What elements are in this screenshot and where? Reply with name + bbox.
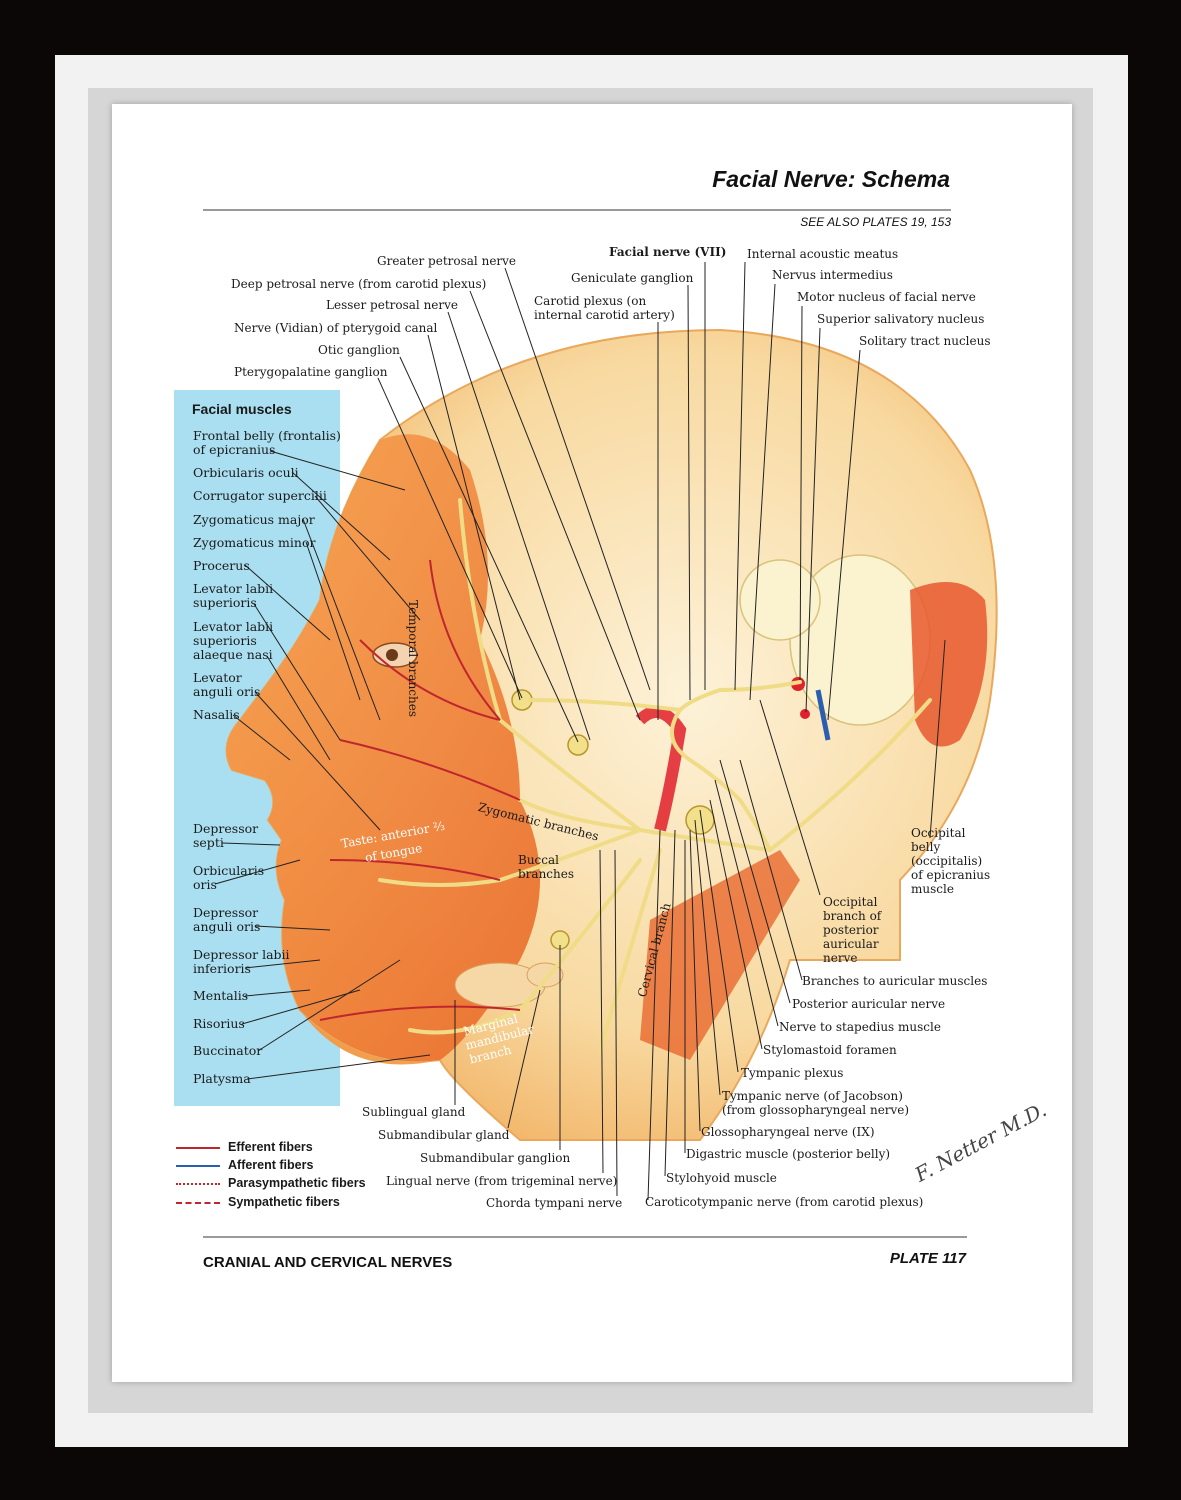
label-tympanic-nerve-1: Tympanic nerve (of Jacobson) xyxy=(722,1089,903,1103)
label-occipital-branch-2: branch of xyxy=(823,909,882,923)
label-digastric-muscle: Digastric muscle (posterior belly) xyxy=(686,1147,891,1161)
muscle-procerus: Procerus xyxy=(193,558,250,573)
muscle-zygomaticus-minor: Zygomaticus minor xyxy=(193,535,316,550)
occipital-muscle xyxy=(910,582,988,747)
footer-plate-number: PLATE 117 xyxy=(889,1250,966,1267)
muscle-levator-labii-alaeque-nasi: Levator labii superioris alaeque nasi xyxy=(193,619,274,662)
label-solitary-tract-nucleus: Solitary tract nucleus xyxy=(859,334,991,348)
muscle-nasalis: Nasalis xyxy=(193,707,240,722)
label-lingual-nerve: Lingual nerve (from trigeminal nerve) xyxy=(386,1174,618,1188)
label-buccal-2: branches xyxy=(518,867,575,881)
label-greater-petrosal-nerve: Greater petrosal nerve xyxy=(377,254,517,268)
marginal-mandibular-branch xyxy=(408,858,642,1035)
muscle-platysma: Platysma xyxy=(193,1071,251,1086)
label-occipital-belly-2: belly xyxy=(911,840,941,854)
label-occipital-branch-5: nerve xyxy=(823,951,858,965)
label-submandibular-gland: Submandibular gland xyxy=(378,1128,510,1142)
mastoid-region xyxy=(739,559,821,641)
facial-muscles-title: Facial muscles xyxy=(192,401,292,417)
sternocleidomastoid xyxy=(640,850,800,1060)
label-lesser-petrosal-nerve: Lesser petrosal nerve xyxy=(326,298,459,312)
muscle-frontalis: Frontal belly (frontalis) of epicranius xyxy=(193,428,341,457)
muscle-orbicularis-oris: Orbicularis oris xyxy=(193,863,265,892)
label-stylohyoid-muscle: Stylohyoid muscle xyxy=(666,1171,777,1185)
label-temporal-branches: Temporal branches xyxy=(406,600,420,718)
label-otic-ganglion: Otic ganglion xyxy=(318,343,400,357)
header-rule xyxy=(203,209,951,211)
label-internal-acoustic-meatus: Internal acoustic meatus xyxy=(747,247,899,261)
label-occipital-belly-1: Occipital xyxy=(911,826,966,840)
legend-efferent-swatch xyxy=(176,1147,220,1149)
legend-parasympathetic-label: Parasympathetic fibers xyxy=(228,1176,366,1190)
muscle-mentalis: Mentalis xyxy=(193,988,249,1003)
facial-nerve-trunk xyxy=(670,680,802,852)
internal-carotid-artery xyxy=(635,706,687,832)
label-tympanic-plexus: Tympanic plexus xyxy=(741,1066,844,1080)
label-pterygopalatine-ganglion: Pterygopalatine ganglion xyxy=(234,365,388,379)
muscle-zygomaticus-major: Zygomaticus major xyxy=(193,512,315,527)
label-occipital-branch-4: auricular xyxy=(823,937,879,951)
footer-section-title: CRANIAL AND CERVICAL NERVES xyxy=(203,1254,453,1271)
label-submandibular-ganglion: Submandibular ganglion xyxy=(420,1151,571,1165)
legend-efferent-label: Efferent fibers xyxy=(228,1140,313,1154)
pupil xyxy=(386,649,398,661)
label-tympanic-nerve-2: (from glossopharyngeal nerve) xyxy=(722,1103,910,1117)
greater-petrosal-nerve xyxy=(528,698,682,712)
see-also-note: SEE ALSO PLATES 19, 153 xyxy=(800,215,951,229)
muscle-corrugator-supercilii: Corrugator supercilii xyxy=(193,488,327,503)
muscle-depressor-septi: Depressor septi xyxy=(193,821,259,850)
label-occipital-belly-4: of epicranius xyxy=(911,868,991,882)
label-buccal-1: Buccal xyxy=(518,853,559,867)
label-carotid-plexus-1: Carotid plexus (on xyxy=(534,294,647,308)
label-vidian-nerve: Nerve (Vidian) of pterygoid canal xyxy=(234,321,438,335)
salivatory-nucleus xyxy=(800,709,810,719)
otic-ganglion xyxy=(567,734,589,756)
buccal-branch xyxy=(378,828,642,887)
label-glossopharyngeal-nerve: Glossopharyngeal nerve (IX) xyxy=(701,1125,875,1139)
muscle-buccinator: Buccinator xyxy=(193,1043,263,1058)
legend-sympathetic-label: Sympathetic fibers xyxy=(228,1195,340,1209)
muscle-depressor-labii-inferioris: Depressor labii inferioris xyxy=(193,947,290,976)
label-branches-auricular-muscles: Branches to auricular muscles xyxy=(802,974,988,988)
label-geniculate-ganglion: Geniculate ganglion xyxy=(571,271,694,285)
legend-parasympathetic-swatch xyxy=(176,1183,220,1185)
label-superior-salivatory-nucleus: Superior salivatory nucleus xyxy=(817,312,985,326)
legend-afferent-swatch xyxy=(176,1165,220,1167)
muscle-levator-anguli-oris: Levator anguli oris xyxy=(193,670,261,699)
label-stylomastoid-foramen: Stylomastoid foramen xyxy=(763,1043,897,1057)
label-posterior-auricular-nerve: Posterior auricular nerve xyxy=(792,997,946,1011)
label-chorda-tympani: Chorda tympani nerve xyxy=(486,1196,623,1210)
label-nerve-to-stapedius: Nerve to stapedius muscle xyxy=(779,1020,941,1034)
label-carotid-plexus-2: internal carotid artery) xyxy=(534,308,675,322)
label-deep-petrosal-nerve: Deep petrosal nerve (from carotid plexus… xyxy=(231,277,487,291)
plate-title: Facial Nerve: Schema xyxy=(712,166,950,192)
legend-afferent-label: Afferent fibers xyxy=(228,1158,314,1172)
muscle-depressor-anguli-oris: Depressor anguli oris xyxy=(193,905,261,934)
label-occipital-branch-3: posterior xyxy=(823,923,879,937)
label-nervus-intermedius: Nervus intermedius xyxy=(772,268,893,282)
label-facial-nerve: Facial nerve (VII) xyxy=(609,245,727,259)
label-occipital-belly-3: (occipitalis) xyxy=(911,854,983,868)
label-occipital-belly-5: muscle xyxy=(911,882,954,896)
label-motor-nucleus: Motor nucleus of facial nerve xyxy=(797,290,976,304)
muscle-orbicularis-oculi: Orbicularis oculi xyxy=(193,465,299,480)
footer-rule xyxy=(203,1236,967,1238)
cervical-branch xyxy=(598,848,662,1052)
legend-sympathetic-swatch xyxy=(176,1202,220,1204)
muscle-risorius: Risorius xyxy=(193,1016,245,1031)
solitary-tract xyxy=(815,689,831,741)
muscle-levator-labii-superioris: Levator labii superioris xyxy=(193,581,274,610)
label-sublingual-gland: Sublingual gland xyxy=(362,1105,466,1119)
facial-muscle-layer xyxy=(226,434,541,1062)
label-caroticotympanic-nerve: Caroticotympanic nerve (from carotid ple… xyxy=(645,1195,924,1209)
posterior-auricular-nerve xyxy=(768,698,932,852)
label-occipital-branch-1: Occipital xyxy=(823,895,878,909)
